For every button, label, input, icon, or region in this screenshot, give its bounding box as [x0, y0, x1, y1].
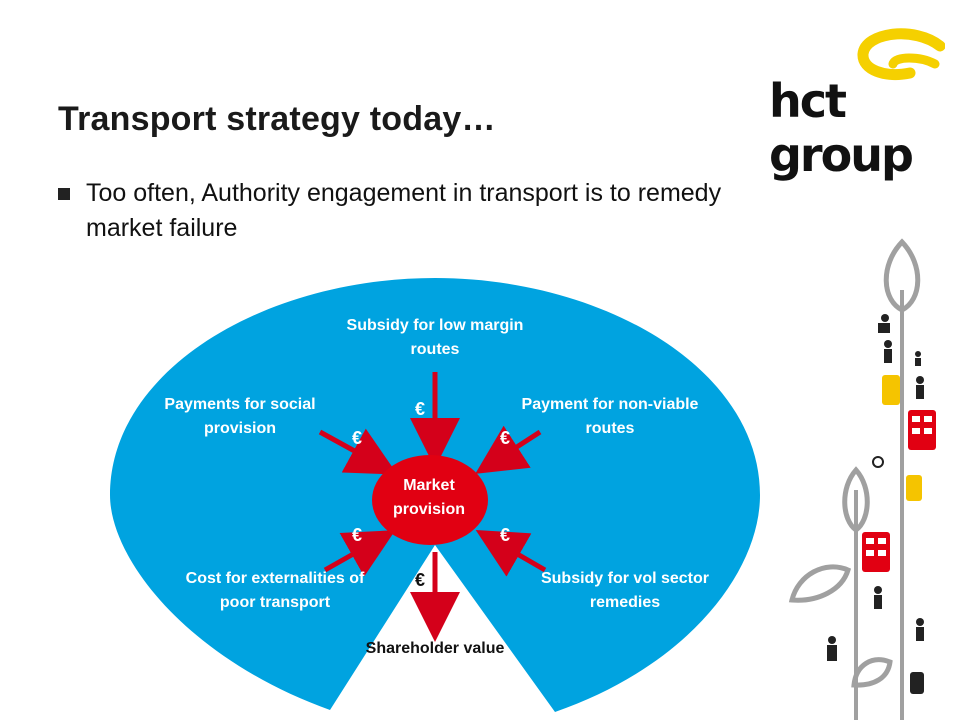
arrow-right-lower [475, 530, 547, 577]
person-icon [884, 340, 892, 348]
euro-symbol-right-upper: € [500, 428, 511, 448]
leaf-icon [842, 466, 870, 534]
person-icon [881, 314, 889, 322]
arrow-left-upper [318, 428, 398, 475]
bullet-item: Too often, Authority engagement in trans… [58, 176, 798, 246]
leaf-icon [883, 238, 921, 313]
label-shareholder-value: Shareholder value [365, 640, 505, 657]
logo-text: hct group [769, 74, 914, 182]
bullet-text: Too often, Authority engagement in trans… [86, 179, 722, 242]
car-icon [910, 672, 924, 694]
transport-tree-decoration [788, 238, 936, 720]
logo-arc-icon [857, 28, 946, 80]
person-icon [916, 376, 924, 384]
person-icon [916, 618, 924, 626]
person-icon [915, 351, 921, 357]
label-subsidy-low-margin: Subsidy for low margin routes [346, 317, 524, 358]
person-icon [874, 586, 882, 594]
hct-group-logo: hct group [765, 28, 946, 182]
label-market-provision: Market provision [392, 477, 465, 518]
leaf-icon [788, 564, 852, 603]
euro-symbol-left-upper: € [352, 428, 363, 448]
euro-symbol-right-lower: € [500, 525, 511, 545]
square-bullet-icon [58, 188, 70, 200]
label-subsidy-vol-sector: Subsidy for vol sector remedies [540, 570, 710, 611]
leaf-icon [851, 657, 893, 688]
yellow-bus-icon [906, 475, 922, 501]
arrow-right-upper [475, 425, 542, 474]
label-payments-social: Payments for social provision [164, 396, 316, 437]
euro-symbol-bottom: € [415, 570, 426, 590]
arrow-left-lower [323, 530, 396, 577]
label-payment-non-viable: Payment for non-viable routes [521, 396, 699, 437]
market-provision-ellipse [372, 455, 488, 545]
bicycle-icon [872, 456, 884, 468]
euro-symbol-left-lower: € [352, 525, 363, 545]
euro-symbol-top: € [415, 399, 426, 419]
label-cost-externalities: Cost for externalities of poor transport [185, 570, 365, 611]
person-icon [828, 636, 836, 644]
slide-title: Transport strategy today… [58, 100, 496, 138]
yellow-bus-icon [882, 375, 900, 405]
